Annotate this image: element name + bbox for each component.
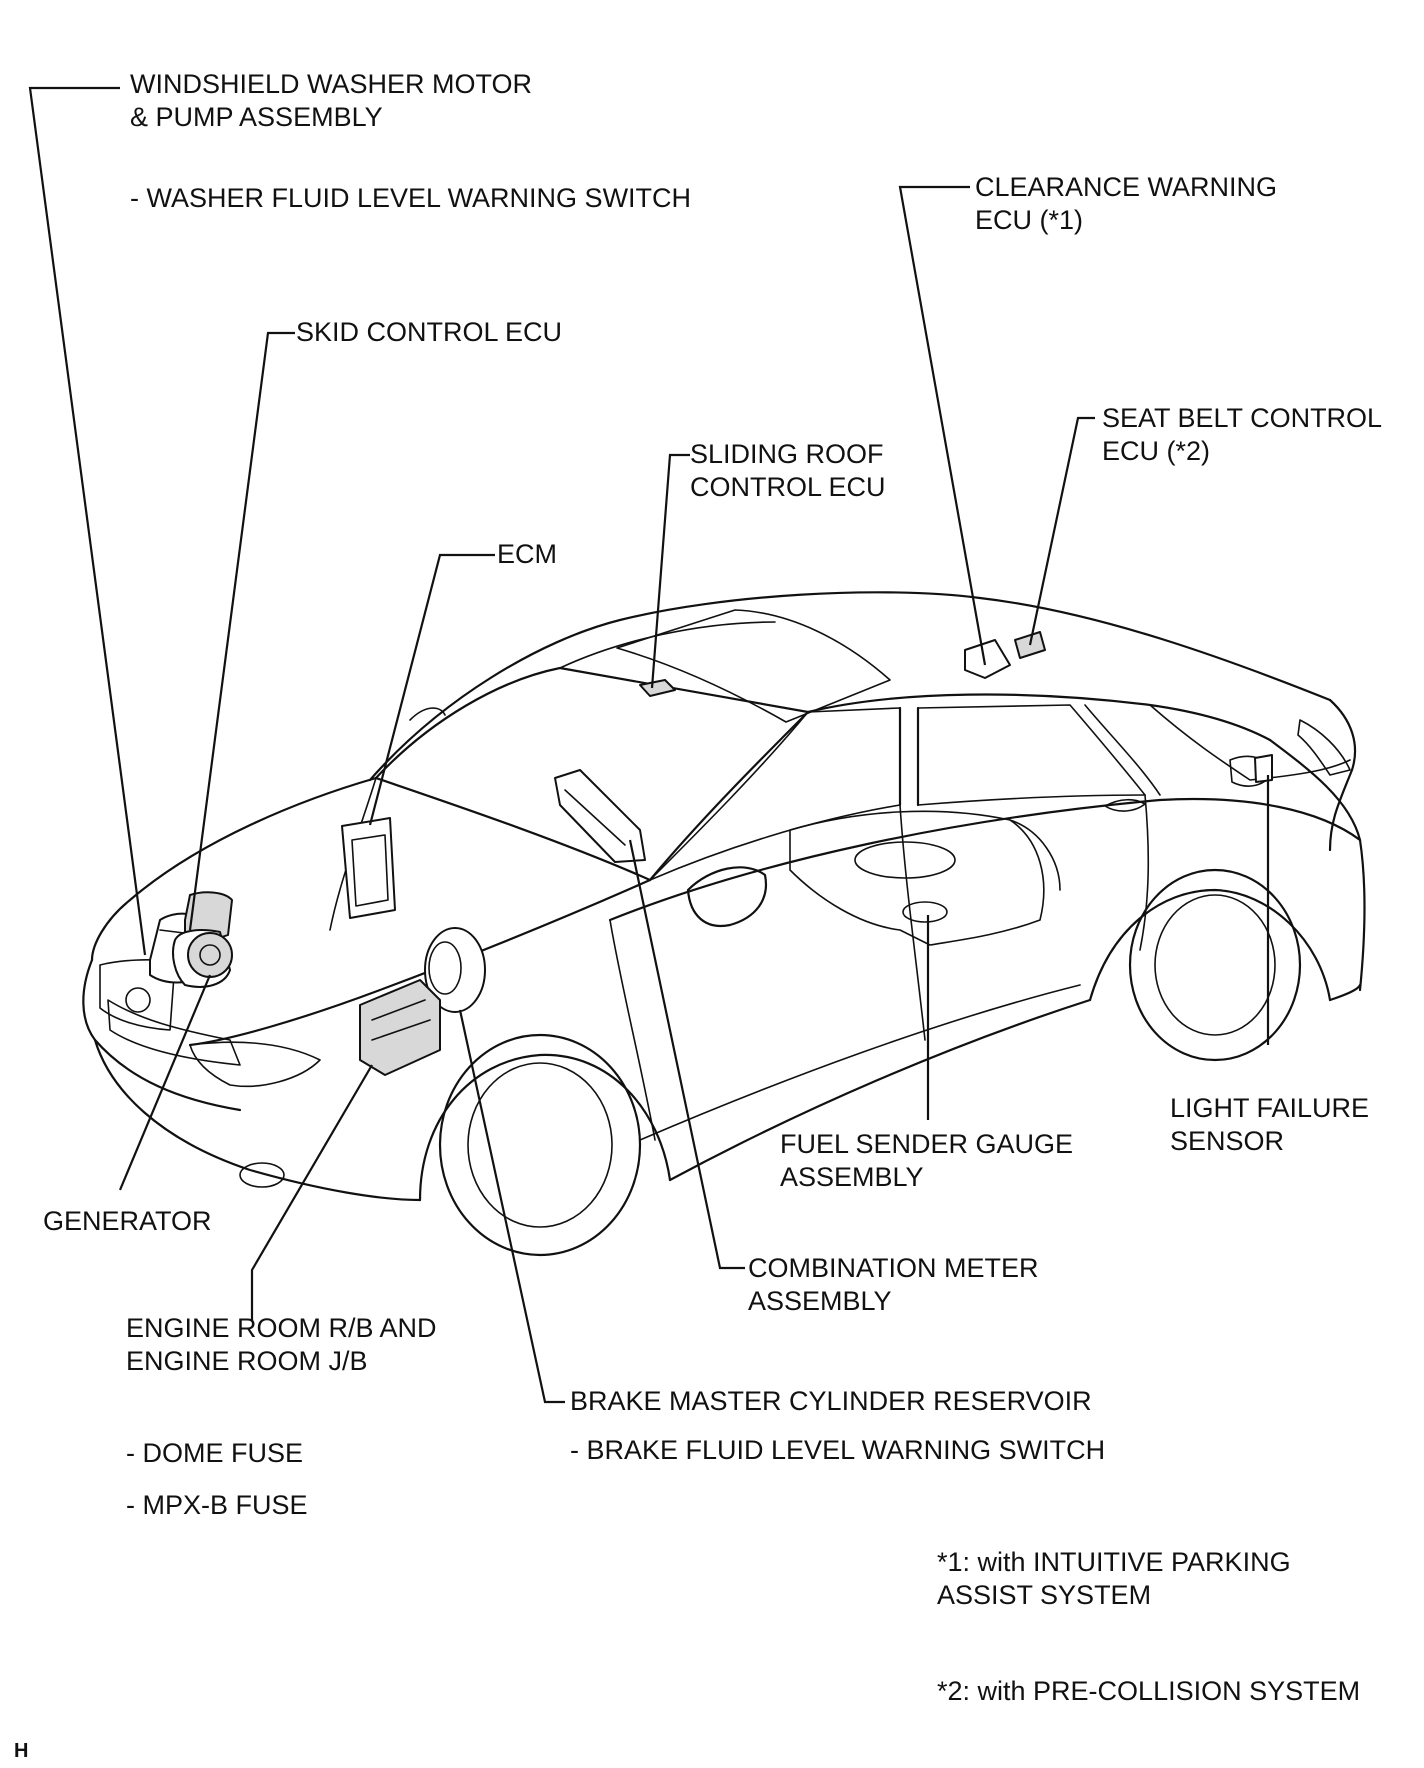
label-ecm: ECM (497, 539, 557, 569)
leader-lines (28, 86, 1270, 1404)
label-combination-meter: COMBINATION METER ASSEMBLY (748, 1252, 1039, 1318)
leader-engine-room (250, 1064, 373, 1320)
sliding-roof-ecu-part (639, 679, 676, 697)
clearance-warning-ecu-part (964, 639, 1011, 679)
label-clearance-warning-line1: CLEARANCE WARNING (975, 172, 1278, 202)
label-mpxb-fuse: - MPX-B FUSE (126, 1490, 308, 1520)
label-sliding-roof-line2: CONTROL ECU (690, 472, 886, 502)
leader-skid-control (188, 331, 295, 931)
label-brake-master: BRAKE MASTER CYLINDER RESERVOIR (570, 1386, 1092, 1416)
label-seat-belt-line1: SEAT BELT CONTROL (1102, 403, 1383, 433)
corner-mark: H (14, 1740, 29, 1762)
generator-part (187, 932, 233, 978)
combination-meter-part (554, 769, 646, 863)
label-dome-fuse: - DOME FUSE (126, 1438, 304, 1468)
label-washer-fluid-switch: - WASHER FLUID LEVEL WARNING SWITCH (130, 183, 692, 213)
label-generator: GENERATOR (43, 1206, 212, 1236)
label-light-failure-line1: LIGHT FAILURE (1170, 1093, 1370, 1123)
label-brake-fluid-switch: - BRAKE FLUID LEVEL WARNING SWITCH (570, 1435, 1106, 1465)
label-combination-meter-line2: ASSEMBLY (748, 1286, 892, 1316)
leader-washer-motor (28, 86, 147, 956)
label-sliding-roof-line1: SLIDING ROOF (690, 439, 884, 469)
footnote-1: *1: with INTUITIVE PARKING ASSIST SYSTEM (937, 1546, 1291, 1612)
label-washer-motor-line2: & PUMP ASSEMBLY (130, 102, 383, 132)
label-clearance-warning: CLEARANCE WARNING ECU (*1) (975, 171, 1277, 237)
leader-clearance (898, 185, 987, 666)
footnote-1-line2: ASSIST SYSTEM (937, 1580, 1152, 1610)
leader-generator (118, 974, 212, 1191)
engine-room-jb-part (359, 979, 441, 1076)
label-clearance-warning-line2: ECU (*1) (975, 205, 1084, 235)
label-washer-motor: WINDSHIELD WASHER MOTOR & PUMP ASSEMBLY (130, 68, 532, 134)
label-light-failure-line2: SENSOR (1170, 1126, 1285, 1156)
leader-seat-belt (1028, 416, 1095, 646)
label-engine-room: ENGINE ROOM R/B AND ENGINE ROOM J/B (126, 1312, 437, 1378)
label-seat-belt: SEAT BELT CONTROL ECU (*2) (1102, 402, 1382, 468)
leader-ecm (368, 553, 495, 826)
leader-combination-meter (628, 839, 745, 1270)
label-fuel-sender-line1: FUEL SENDER GAUGE (780, 1129, 1074, 1159)
car-outline (82, 591, 1366, 1257)
label-engine-room-line1: ENGINE ROOM R/B AND (126, 1313, 437, 1343)
footnote-2: *2: with PRE-COLLISION SYSTEM (937, 1676, 1361, 1706)
label-fuel-sender: FUEL SENDER GAUGE ASSEMBLY (780, 1128, 1073, 1194)
leader-brake-master (458, 1009, 565, 1404)
footnote-1-line1: *1: with INTUITIVE PARKING (937, 1547, 1291, 1577)
label-sliding-roof: SLIDING ROOF CONTROL ECU (690, 438, 886, 504)
label-light-failure: LIGHT FAILURE SENSOR (1170, 1092, 1369, 1158)
brake-master-part (424, 927, 486, 1013)
ecm-part (341, 817, 396, 919)
label-combination-meter-line1: COMBINATION METER (748, 1253, 1039, 1283)
leader-sliding-roof (650, 453, 690, 689)
label-seat-belt-line2: ECU (*2) (1102, 436, 1211, 466)
label-washer-motor-line1: WINDSHIELD WASHER MOTOR (130, 69, 533, 99)
label-skid-control: SKID CONTROL ECU (296, 317, 563, 347)
light-failure-sensor-part (1254, 754, 1273, 783)
label-fuel-sender-line2: ASSEMBLY (780, 1162, 924, 1192)
label-engine-room-line2: ENGINE ROOM J/B (126, 1346, 368, 1376)
